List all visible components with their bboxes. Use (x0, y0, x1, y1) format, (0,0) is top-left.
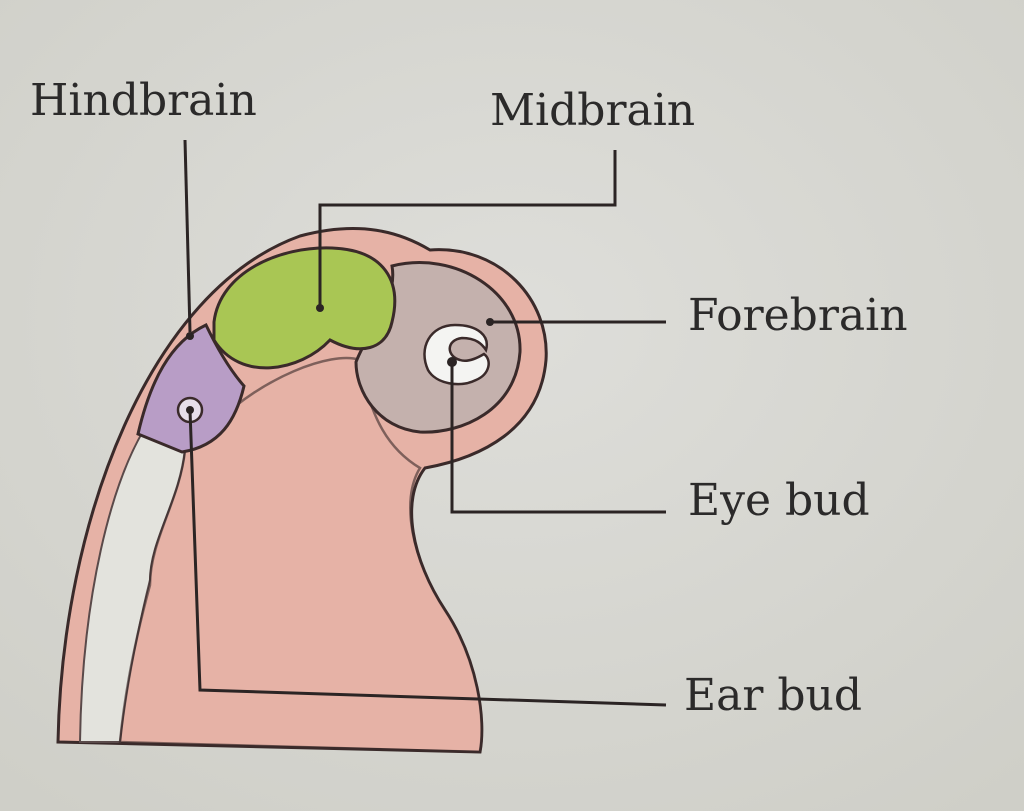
eye-bud (423, 323, 490, 386)
eye-bud-label: Eye bud (688, 475, 870, 526)
forebrain-leader-dot (486, 318, 494, 326)
midbrain-label: Midbrain (490, 85, 695, 136)
hindbrain-label: Hindbrain (30, 75, 257, 126)
midbrain-region (212, 246, 397, 370)
eye-bud-leader-line (450, 362, 666, 514)
hindbrain-leader-line (183, 139, 192, 333)
midbrain-leader-line (318, 150, 617, 305)
hindbrain-region (136, 323, 246, 454)
forebrain-label: Forebrain (688, 290, 908, 341)
ear-bud-label: Ear bud (684, 670, 862, 721)
ear-bud-leader-line (188, 409, 667, 707)
hindbrain-leader-dot (186, 332, 194, 340)
midbrain-leader-dot (316, 304, 324, 312)
